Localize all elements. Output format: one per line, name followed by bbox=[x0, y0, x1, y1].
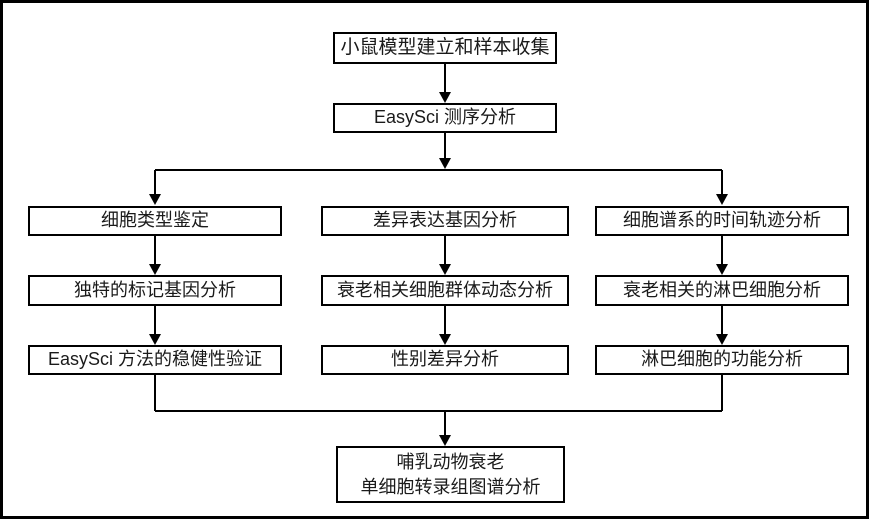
flow-node-lymphocyte-function: 淋巴细胞的功能分析 bbox=[595, 345, 849, 375]
flow-node-marker-gene-analysis: 独特的标记基因分析 bbox=[28, 275, 282, 306]
flow-node-label: 细胞谱系的时间轨迹分析 bbox=[623, 210, 821, 231]
flow-node-label: EasySci 方法的稳健性验证 bbox=[47, 349, 263, 370]
flow-node-label: 小鼠模型建立和样本收集 bbox=[340, 36, 550, 58]
flow-node-label-line1: 哺乳动物衰老 bbox=[396, 451, 505, 472]
flow-node-label: 衰老相关细胞群体动态分析 bbox=[337, 279, 553, 300]
flow-node-cell-type-identification: 细胞类型鉴定 bbox=[28, 206, 282, 236]
flow-node-sex-differences: 性别差异分析 bbox=[321, 345, 569, 375]
flow-node-differential-expression: 差异表达基因分析 bbox=[321, 206, 569, 236]
flow-node-lineage-trajectory: 细胞谱系的时间轨迹分析 bbox=[595, 206, 849, 236]
flow-node-aging-population-dynamics: 衰老相关细胞群体动态分析 bbox=[321, 275, 569, 306]
flow-node-label: EasySci 测序分析 bbox=[373, 107, 517, 128]
flow-node-final-atlas: 哺乳动物衰老 单细胞转录组图谱分析 bbox=[336, 446, 565, 503]
flow-node-label-line2: 单细胞转录组图谱分析 bbox=[360, 476, 541, 497]
flow-node-label: 细胞类型鉴定 bbox=[101, 210, 209, 231]
flow-node-mouse-model: 小鼠模型建立和样本收集 bbox=[333, 32, 557, 64]
flow-node-label: 独特的标记基因分析 bbox=[74, 279, 236, 300]
flow-connectors bbox=[149, 64, 728, 446]
flow-node-label: 淋巴细胞的功能分析 bbox=[641, 349, 803, 370]
flow-node-label: 差异表达基因分析 bbox=[373, 210, 517, 231]
flow-node-label: 衰老相关的淋巴细胞分析 bbox=[623, 279, 821, 300]
flow-node-easysci-sequencing: EasySci 测序分析 bbox=[333, 103, 557, 133]
flow-node-aging-lymphocyte: 衰老相关的淋巴细胞分析 bbox=[595, 275, 849, 306]
flow-node-label: 性别差异分析 bbox=[391, 349, 499, 370]
flow-node-robustness-validation: EasySci 方法的稳健性验证 bbox=[28, 345, 282, 375]
